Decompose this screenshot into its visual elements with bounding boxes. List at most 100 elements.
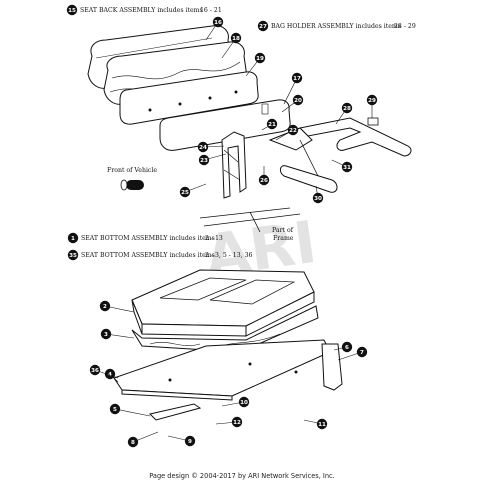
callout-number: 3 xyxy=(104,332,108,338)
callout-badge xyxy=(341,341,353,353)
page-footer: Page design © 2004-2017 by ARI Network S… xyxy=(149,472,335,480)
callout-21: 21 xyxy=(261,118,278,131)
callout-number: 21 xyxy=(268,122,276,128)
svg-text:2 - 13: 2 - 13 xyxy=(205,235,223,242)
callout-number: 17 xyxy=(293,76,301,82)
callout-badge xyxy=(254,52,266,64)
callout-badge xyxy=(184,435,196,447)
callout-number: 19 xyxy=(256,56,264,62)
callout-badge xyxy=(257,20,269,32)
callout-8: 8 xyxy=(127,431,159,448)
callout-11: 11 xyxy=(303,418,328,430)
svg-text:27: 27 xyxy=(259,24,267,30)
callout-badge xyxy=(179,186,191,198)
callout-badge xyxy=(212,16,224,28)
callout-30: 30 xyxy=(312,185,324,204)
callout-badge xyxy=(291,72,303,84)
callout-number: 26 xyxy=(260,178,268,184)
callout-18: 18 xyxy=(221,32,242,59)
svg-text:Part of: Part of xyxy=(272,227,294,234)
callouts: 1617181920212223242526282930312345678910… xyxy=(89,16,378,448)
callout-number: 30 xyxy=(314,196,322,202)
callout-number: 29 xyxy=(368,98,376,104)
svg-text:SEAT BOTTOM ASSEMBLY includes: SEAT BOTTOM ASSEMBLY includes items xyxy=(81,235,215,242)
callout-5: 5 xyxy=(109,403,151,417)
callout-9: 9 xyxy=(167,435,196,447)
callout-26: 26 xyxy=(258,166,270,186)
callout-badge xyxy=(366,94,378,106)
callout-number: 16 xyxy=(214,20,222,26)
front-of-vehicle-indicator: Front of Vehicle xyxy=(107,167,157,191)
callout-badge xyxy=(109,403,121,415)
callout-7: 7 xyxy=(337,346,368,361)
callout-16: 16 xyxy=(205,16,224,41)
svg-text:35: 35 xyxy=(69,253,77,259)
svg-text:15: 15 xyxy=(68,8,76,14)
seat-bottom-assembly-1-label: 1 SEAT BOTTOM ASSEMBLY includes items 2 … xyxy=(67,232,223,244)
callout-31: 31 xyxy=(331,159,353,173)
callout-number: 9 xyxy=(188,439,192,445)
svg-text:2 - 3, 5 - 13, 36: 2 - 3, 5 - 13, 36 xyxy=(205,252,253,259)
leader-line xyxy=(114,408,151,417)
seat-back-bracket xyxy=(221,131,247,199)
callout-badge xyxy=(231,416,243,428)
callout-number: 25 xyxy=(181,190,189,196)
callout-36: 36 xyxy=(89,364,119,379)
callout-badge xyxy=(67,232,79,244)
callout-badge xyxy=(287,124,299,136)
seat-back-panel-17-20 xyxy=(159,99,291,151)
callout-number: 28 xyxy=(343,106,351,112)
callout-badge xyxy=(292,94,304,106)
callout-badge xyxy=(127,436,139,448)
seat-bottom-assembly-35-label: 35 SEAT BOTTOM ASSEMBLY includes items 2… xyxy=(67,249,253,261)
callout-12: 12 xyxy=(215,416,243,428)
callout-badge xyxy=(198,154,210,166)
callout-number: 22 xyxy=(289,128,297,134)
callout-number: 31 xyxy=(343,165,351,171)
callout-badge xyxy=(66,4,78,16)
svg-text:1: 1 xyxy=(71,236,75,242)
callout-number: 11 xyxy=(318,422,326,428)
seat-bottom-hinge-6-7 xyxy=(321,343,343,391)
callout-2: 2 xyxy=(99,300,135,313)
callout-badge xyxy=(341,102,353,114)
callout-29: 29 xyxy=(366,94,378,118)
svg-text:16 - 21: 16 - 21 xyxy=(200,7,222,14)
svg-text:SEAT BOTTOM ASSEMBLY includes: SEAT BOTTOM ASSEMBLY includes items xyxy=(81,252,215,259)
callout-badge xyxy=(67,249,79,261)
bag-holder-assembly-label: 27 BAG HOLDER ASSEMBLY includes items 28… xyxy=(257,20,416,32)
callout-number: 36 xyxy=(91,368,99,374)
callout-badge xyxy=(99,300,111,312)
callout-badge xyxy=(89,364,101,376)
callout-6: 6 xyxy=(333,341,353,353)
callout-number: 5 xyxy=(113,407,117,413)
callout-number: 20 xyxy=(294,98,302,104)
callout-number: 7 xyxy=(360,350,364,356)
seat-bottom-pan-4-36 xyxy=(113,339,331,401)
callout-number: 24 xyxy=(199,145,207,151)
svg-text:Frame: Frame xyxy=(273,235,294,242)
callout-25: 25 xyxy=(179,183,207,198)
seat-back-assembly-label: 15 SEAT BACK ASSEMBLY includes items 16 … xyxy=(66,4,222,16)
callout-10: 10 xyxy=(221,396,250,408)
callout-badge xyxy=(356,346,368,358)
callout-badge xyxy=(104,368,116,380)
callout-number: 6 xyxy=(345,345,349,351)
svg-text:BAG HOLDER ASSEMBLY includes i: BAG HOLDER ASSEMBLY includes items xyxy=(271,23,401,30)
callout-number: 18 xyxy=(232,36,240,42)
seat-bottom-strap-5 xyxy=(149,403,202,421)
callout-20: 20 xyxy=(281,94,304,113)
callout-badge xyxy=(316,418,328,430)
callout-badge xyxy=(258,174,270,186)
callout-24: 24 xyxy=(197,141,225,153)
callout-22: 22 xyxy=(275,124,299,141)
callout-19: 19 xyxy=(245,52,266,77)
callout-badge xyxy=(100,328,112,340)
part-of-frame: Part of Frame xyxy=(199,207,301,242)
callout-badge xyxy=(312,192,324,204)
arrow-icon xyxy=(126,180,144,190)
callout-number: 8 xyxy=(131,440,135,446)
seat-bottom-cushion-2 xyxy=(131,269,315,337)
svg-text:SEAT BACK ASSEMBLY includes it: SEAT BACK ASSEMBLY includes items xyxy=(80,7,203,14)
callout-17: 17 xyxy=(283,72,303,105)
